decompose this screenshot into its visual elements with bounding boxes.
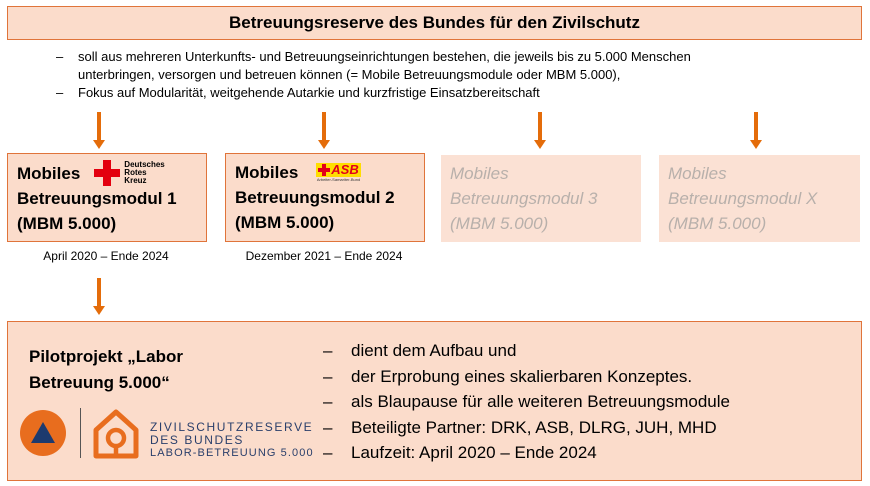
pilot-title-line: Pilotprojekt „Labor xyxy=(29,347,183,366)
bullet-dash: – xyxy=(323,443,333,462)
drk-logo-text: Deutsches xyxy=(124,160,165,169)
pilot-bullet-text: als Blaupause für alle weiteren Betreuun… xyxy=(351,392,730,411)
intro-bullet: – soll aus mehreren Unterkunfts- und Bet… xyxy=(56,48,856,84)
red-cross-icon xyxy=(94,160,121,186)
module-line3: (MBM 5.000) xyxy=(450,214,549,233)
intro-bullet-line: unterbringen, versorgen und betreuen kön… xyxy=(78,67,621,82)
arrow-down-icon xyxy=(318,112,330,149)
blue-triangle-icon xyxy=(31,422,55,443)
samaritan-cross-icon xyxy=(318,164,331,176)
intro-bullets: – soll aus mehreren Unterkunfts- und Bet… xyxy=(56,48,856,102)
bullet-dash: – xyxy=(323,392,333,411)
logo-text-line: DES BUNDES xyxy=(150,433,245,447)
zivilschutzreserve-logo-text: ZIVILSCHUTZRESERVE DES BUNDES LABOR-BETR… xyxy=(150,421,314,460)
module-line1: Mobiles xyxy=(450,164,509,183)
module-line3: (MBM 5.000) xyxy=(235,213,335,232)
asb-logo-text: ASB xyxy=(331,162,359,177)
module-box-3: Mobiles Betreuungsmodul 3 (MBM 5.000) xyxy=(441,155,641,242)
arrow-down-icon xyxy=(93,278,105,315)
bullet-dash: – xyxy=(323,366,333,386)
arrow-down-icon xyxy=(534,112,546,149)
pilot-bullet-text: dient dem Aufbau und xyxy=(351,341,517,360)
arrow-down-icon xyxy=(750,112,762,149)
module-line2: Betreuungsmodul 3 xyxy=(450,189,598,208)
arrow-down-icon xyxy=(93,112,105,149)
house-logo-icon xyxy=(93,409,139,459)
pilot-bullet: –Beteiligte Partner: DRK, ASB, DLRG, JUH… xyxy=(323,415,730,441)
drk-logo: Deutsches Rotes Kreuz xyxy=(94,160,165,186)
intro-bullet: – Fokus auf Modularität, weitgehende Aut… xyxy=(56,84,856,102)
intro-bullet-line: soll aus mehreren Unterkunfts- und Betre… xyxy=(78,49,691,64)
bullet-dash: – xyxy=(323,341,333,360)
module-box-2: Mobiles ASB Arbeiter-Samariter-Bund Betr… xyxy=(225,153,425,242)
bullet-dash: – xyxy=(56,85,64,100)
diagram-title: Betreuungsreserve des Bundes für den Ziv… xyxy=(229,13,640,32)
pilot-bullet-text: Beteiligte Partner: DRK, ASB, DLRG, JUH,… xyxy=(351,417,717,437)
drk-logo-text: Rotes xyxy=(124,168,147,177)
logo-divider xyxy=(80,408,81,458)
pilot-bullet: –dient dem Aufbau und xyxy=(323,338,730,364)
pilot-bullets: –dient dem Aufbau und –der Erprobung ein… xyxy=(323,338,730,466)
pilot-bullet-text: der Erprobung eines skalierbaren Konzept… xyxy=(351,366,693,386)
module-period: April 2020 – Ende 2024 xyxy=(43,249,169,263)
module-box-x: Mobiles Betreuungsmodul X (MBM 5.000) xyxy=(659,155,860,242)
module-line1: Mobiles xyxy=(235,163,299,182)
logo-text-line: ZIVILSCHUTZRESERVE xyxy=(150,420,314,434)
module-line3: (MBM 5.000) xyxy=(668,214,767,233)
bullet-dash: – xyxy=(56,49,64,64)
module-line1: Mobiles xyxy=(17,163,81,183)
pilot-bullet: –Laufzeit: April 2020 – Ende 2024 xyxy=(323,440,730,466)
module-line1: Mobiles xyxy=(668,164,727,183)
module-period: Dezember 2021 – Ende 2024 xyxy=(245,249,403,263)
title-box: Betreuungsreserve des Bundes für den Ziv… xyxy=(7,6,862,40)
pilot-bullet: –der Erprobung eines skalierbaren Konzep… xyxy=(323,364,730,390)
module-line2: Betreuungsmodul 1 xyxy=(17,189,177,208)
pilot-bullet-text: Laufzeit: April 2020 – Ende 2024 xyxy=(351,443,597,462)
pilot-title: Pilotprojekt „Labor Betreuung 5.000“ xyxy=(29,344,183,396)
logo-text-line: LABOR-BETREUUNG 5.000 xyxy=(150,447,314,459)
module-line2: Betreuungsmodul 2 xyxy=(235,188,395,207)
asb-logo-subtext: Arbeiter-Samariter-Bund xyxy=(316,177,361,182)
module-line3: (MBM 5.000) xyxy=(17,214,117,233)
pilot-title-line: Betreuung 5.000“ xyxy=(29,373,170,392)
pilot-project-box: Pilotprojekt „Labor Betreuung 5.000“ –di… xyxy=(7,321,862,481)
module-box-1: Mobiles Deutsches Rotes Kreuz Betreuungs… xyxy=(7,153,207,242)
bullet-dash: – xyxy=(323,417,333,437)
civil-protection-logo xyxy=(20,410,66,456)
module-line2: Betreuungsmodul X xyxy=(668,189,818,208)
pilot-bullet: –als Blaupause für alle weiteren Betreuu… xyxy=(323,389,730,415)
intro-bullet-line: Fokus auf Modularität, weitgehende Autar… xyxy=(78,85,540,100)
asb-logo: ASB Arbeiter-Samariter-Bund xyxy=(316,162,361,182)
drk-logo-text: Kreuz xyxy=(124,176,147,185)
